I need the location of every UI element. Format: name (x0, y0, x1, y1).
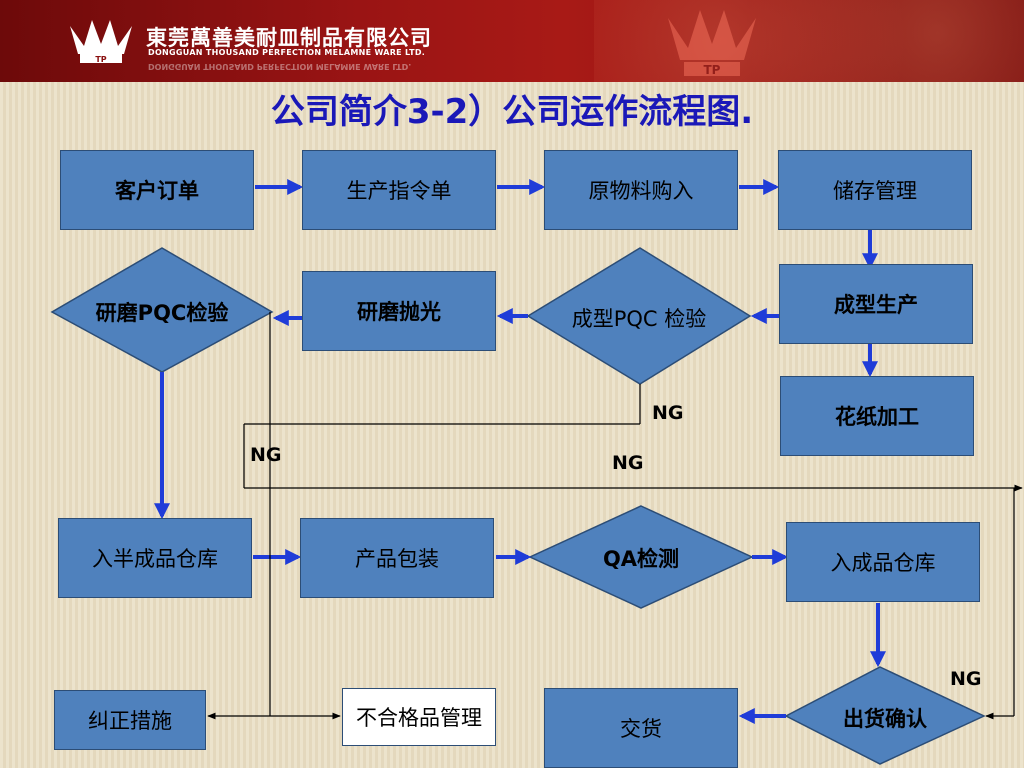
ng-label-molding: NG (652, 402, 684, 424)
diamond-qa-inspection (528, 505, 754, 609)
box-molding-production: 成型生产 (779, 264, 973, 344)
ng-label-middle: NG (612, 452, 644, 474)
box-packaging: 产品包装 (300, 518, 494, 598)
box-delivery: 交货 (544, 688, 738, 768)
header-ornament (594, 0, 1024, 82)
crown-logo-icon: TP (70, 20, 132, 64)
box-finished-warehouse: 入成品仓库 (786, 522, 980, 602)
box-polishing: 研磨抛光 (302, 271, 496, 351)
label-shipment-confirm: 出货确认 (843, 707, 927, 731)
label-qa-inspection: QA检测 (602, 547, 680, 571)
header-banner: TP 東莞萬善美耐皿制品有限公司 DONGGUAN THOUSAND PERFE… (0, 0, 1024, 82)
diamond-shipment-confirm (784, 666, 986, 765)
box-material-purchase: 原物料购入 (544, 150, 738, 230)
logo-text: TP (95, 55, 106, 64)
company-name-en: DONGGUAN THOUSAND PERFECTION MELAMNE WAR… (148, 48, 426, 57)
crown-watermark-icon: TP (668, 10, 756, 77)
company-name-cn: 東莞萬善美耐皿制品有限公司 (146, 26, 432, 50)
box-storage-management: 储存管理 (778, 150, 972, 230)
box-decal-processing: 花纸加工 (780, 376, 974, 456)
box-production-instruction: 生产指令单 (302, 150, 496, 230)
page-title: 公司简介3-2）公司运作流程图. (270, 92, 754, 132)
box-semi-finished-warehouse: 入半成品仓库 (58, 518, 252, 598)
watermark-logo-text: TP (704, 63, 721, 77)
ng-label-shipment: NG (950, 668, 982, 690)
box-customer-order: 客户订单 (60, 150, 254, 230)
box-corrective-action: 纠正措施 (54, 690, 206, 750)
box-nonconforming-management: 不合格品管理 (342, 688, 496, 746)
ng-label-left: NG (250, 444, 282, 466)
label-molding-pqc: 成型PQC 检验 (571, 307, 707, 331)
label-polishing-pqc: 研磨PQC检验 (95, 301, 229, 325)
